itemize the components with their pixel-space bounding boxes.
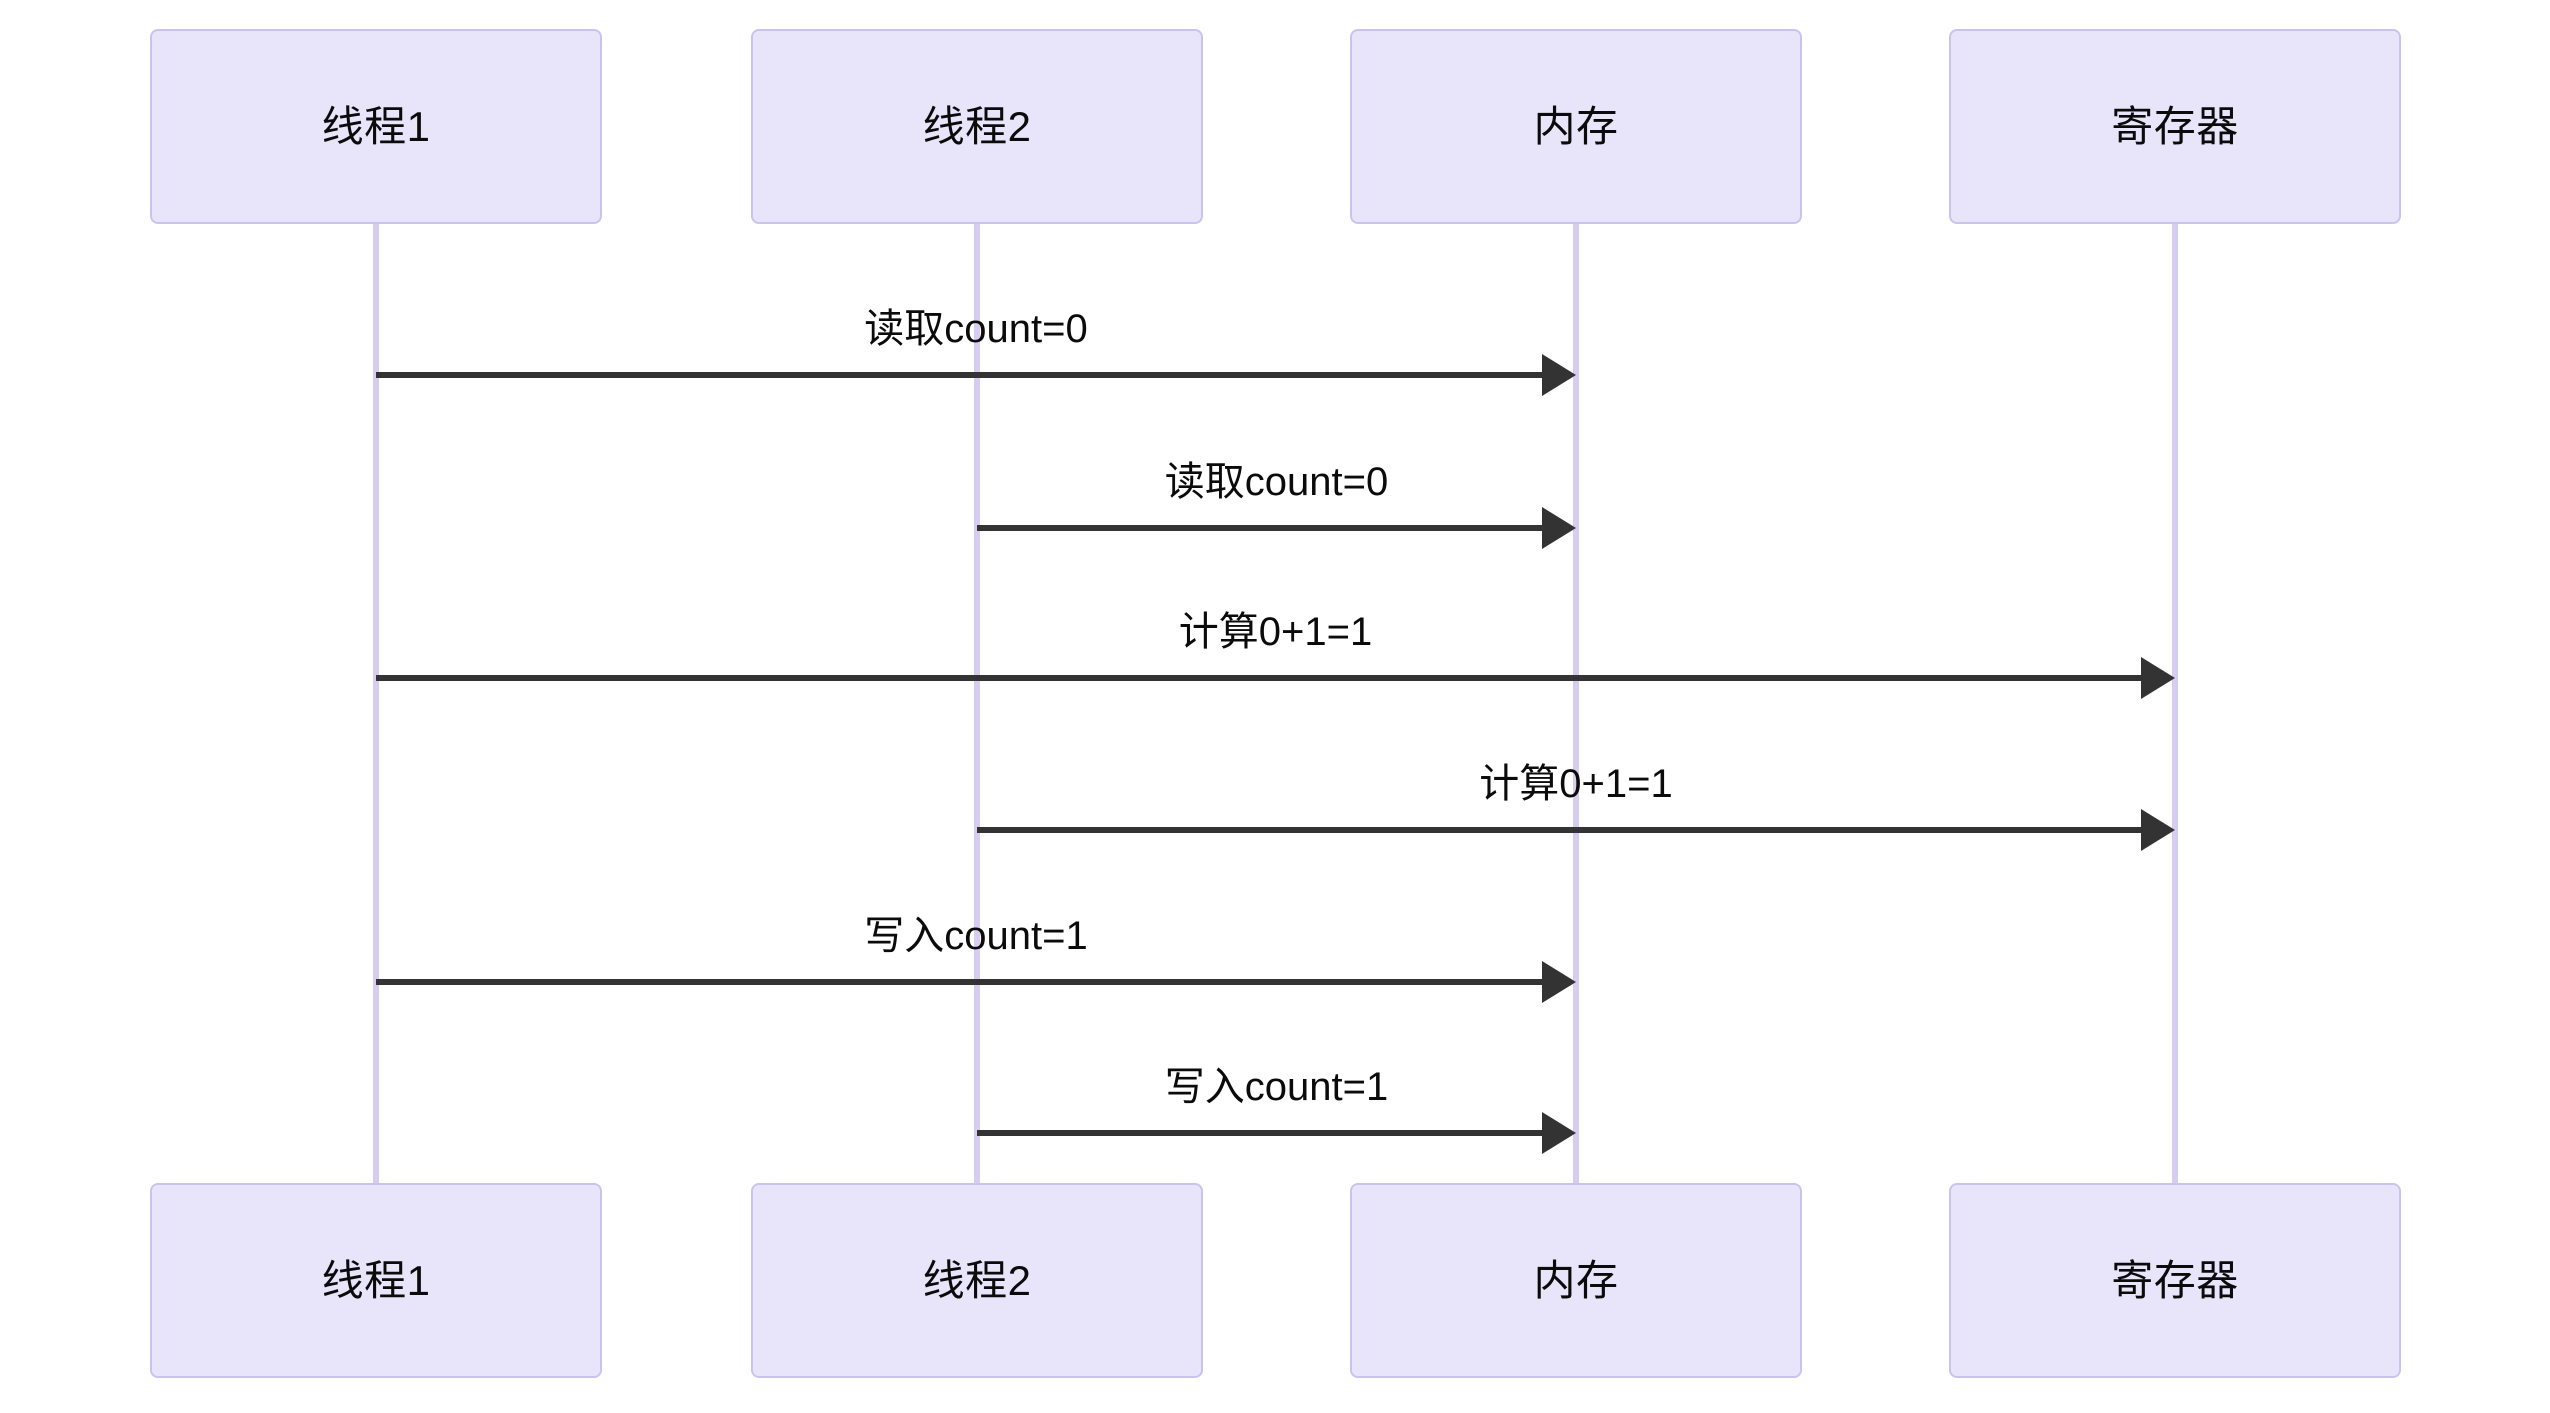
participant-label-memory: 内存 [1533,1256,1619,1304]
message-arrowhead-6 [1542,1112,1576,1154]
message-arrowhead-3 [2141,657,2175,699]
participant-label-register: 寄存器 [2111,1256,2239,1304]
message-arrowhead-5 [1542,961,1576,1003]
participant-label-thread2: 线程2 [922,102,1032,150]
message-arrowhead-1 [1542,354,1576,396]
message-label-6: 写入count=1 [1164,1065,1389,1109]
participant-box-memory-top[interactable]: 内存 [1350,29,1802,224]
message-arrowhead-4 [2141,809,2175,851]
participant-label-thread2: 线程2 [922,1256,1032,1304]
message-line-3 [376,675,2147,681]
participant-box-thread2-bottom[interactable]: 线程2 [751,1183,1203,1378]
message-line-1 [376,372,1548,378]
participant-box-memory-bottom[interactable]: 内存 [1350,1183,1802,1378]
message-label-2: 读取count=0 [1164,460,1389,504]
message-line-6 [977,1130,1548,1136]
message-label-1: 读取count=0 [864,307,1088,351]
message-line-2 [977,525,1548,531]
participant-box-register-bottom[interactable]: 寄存器 [1949,1183,2401,1378]
participant-label-register: 寄存器 [2111,102,2239,150]
lifeline-thread1 [373,224,379,1183]
message-label-4: 计算0+1=1 [1479,762,1673,806]
participant-label-thread1: 线程1 [321,102,431,150]
participant-box-thread2-top[interactable]: 线程2 [751,29,1203,224]
message-label-3: 计算0+1=1 [1178,610,1373,654]
participant-box-thread1-bottom[interactable]: 线程1 [150,1183,602,1378]
lifeline-register [2172,224,2178,1183]
participant-box-thread1-top[interactable]: 线程1 [150,29,602,224]
participant-label-memory: 内存 [1533,102,1619,150]
lifeline-thread2 [974,224,980,1183]
message-arrowhead-2 [1542,507,1576,549]
message-line-5 [376,979,1548,985]
message-line-4 [977,827,2147,833]
lifeline-memory [1573,224,1579,1183]
participant-box-register-top[interactable]: 寄存器 [1949,29,2401,224]
participant-label-thread1: 线程1 [321,1256,431,1304]
message-label-5: 写入count=1 [864,914,1088,958]
